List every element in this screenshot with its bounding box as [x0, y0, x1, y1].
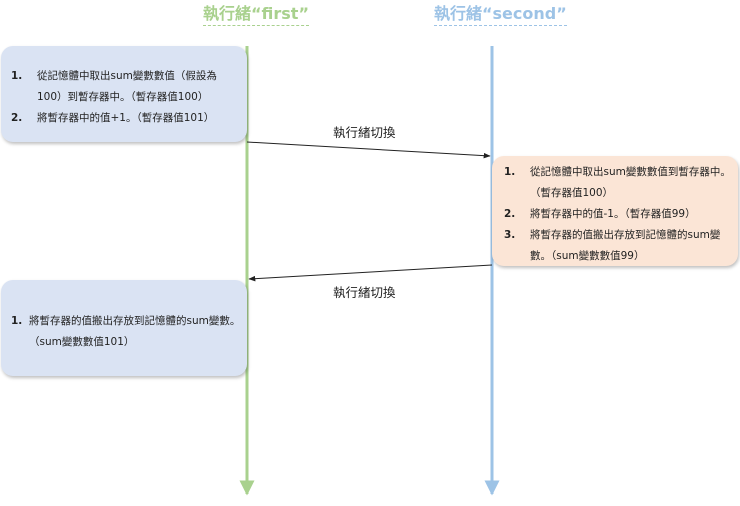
step-number: 1. — [504, 166, 516, 178]
step-text: 將暫存器中的值-1。（暫存器值99） — [530, 208, 696, 220]
switch-arrow-to-first — [248, 264, 493, 282]
step-number: 2. — [504, 208, 516, 220]
step-item: 1. 將暫存器的值搬出存放到記憶體的sum變數。（sum變數數值101） — [11, 311, 243, 353]
step-number: 3. — [504, 229, 516, 241]
switch-label: 執行緒切換 — [333, 285, 396, 300]
step-item: 3. 將暫存器的值搬出存放到記憶體的sum變數。（sum變數數值99） — [504, 225, 736, 267]
step-number: 1. — [11, 315, 23, 327]
step-text: 將暫存器的值搬出存放到記憶體的sum變數。（sum變數數值99） — [530, 229, 721, 262]
step-list: 1. 從記憶體中取出sum變數數值到暫存器中。（暫存器值100） 2. 將暫存器… — [504, 162, 736, 267]
thread-second-title: 執行緒“second” — [434, 4, 567, 26]
first-step-box-1: 1. 從記憶體中取出sum變數數值（假設為100）到暫存器中。（暫存器值100）… — [1, 46, 247, 142]
step-list: 1. 從記憶體中取出sum變數數值（假設為100）到暫存器中。（暫存器值100）… — [11, 66, 241, 129]
step-text: 將暫存器的值搬出存放到記憶體的sum變數。（sum變數數值101） — [29, 315, 241, 348]
step-item: 2. 將暫存器中的值-1。（暫存器值99） — [504, 204, 736, 225]
step-number: 2. — [11, 112, 23, 124]
step-item: 2. 將暫存器中的值+1。（暫存器值101） — [11, 108, 241, 129]
first-step-box-2: 1. 將暫存器的值搬出存放到記憶體的sum變數。（sum變數數值101） — [1, 280, 247, 376]
thread-first-title: 執行緒“first” — [203, 4, 309, 26]
step-item: 1. 從記憶體中取出sum變數數值到暫存器中。（暫存器值100） — [504, 162, 736, 204]
switch-arrow-to-second — [246, 141, 491, 159]
second-step-box-1: 1. 從記憶體中取出sum變數數值到暫存器中。（暫存器值100） 2. 將暫存器… — [492, 156, 738, 266]
step-text: 從記憶體中取出sum變數數值到暫存器中。（暫存器值100） — [530, 166, 731, 199]
step-number: 1. — [11, 70, 23, 82]
step-item: 1. 從記憶體中取出sum變數數值（假設為100）到暫存器中。（暫存器值100） — [11, 66, 241, 108]
step-list: 1. 將暫存器的值搬出存放到記憶體的sum變數。（sum變數數值101） — [11, 311, 243, 353]
step-text: 從記憶體中取出sum變數數值（假設為100）到暫存器中。（暫存器值100） — [37, 70, 217, 103]
switch-label: 執行緒切換 — [333, 125, 396, 140]
step-text: 將暫存器中的值+1。（暫存器值101） — [37, 112, 215, 124]
